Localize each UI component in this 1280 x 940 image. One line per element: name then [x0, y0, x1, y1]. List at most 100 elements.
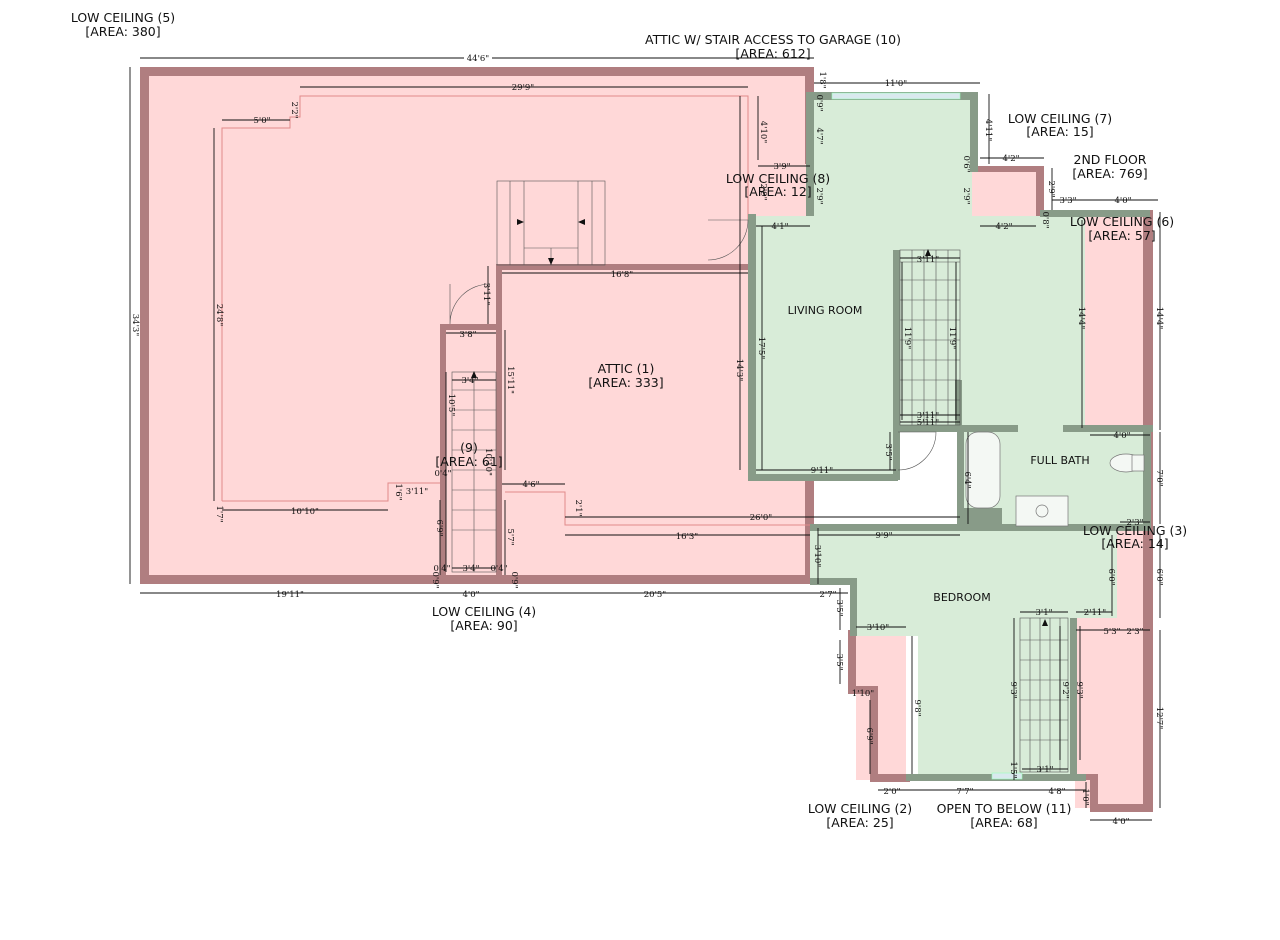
dim-14-3: 14'3": [734, 359, 744, 382]
dim-10-10: 10'10": [291, 507, 319, 517]
dim-19-11: 19'11": [276, 590, 304, 600]
dim-2-3: 2'3": [1126, 518, 1143, 528]
bedroom-top-wall: [810, 524, 1150, 531]
low-ceiling-8-floor: [754, 164, 810, 216]
dim-10-10-b: 10'10": [483, 448, 493, 476]
dim-0-9: 0'9": [430, 571, 440, 588]
dim-9-11: 9'11": [811, 466, 834, 476]
dim-2-9-c: 2'9": [961, 187, 971, 204]
dim-7-0: 7'0": [1154, 469, 1164, 486]
label-lc6-area: [AREA: 57]: [1088, 228, 1155, 243]
stair-9-top-wall: [440, 324, 502, 330]
dim-2-11: 2'11": [1084, 608, 1107, 618]
door-arc-1: [707, 219, 749, 261]
dim-2-0: 2'0": [883, 787, 900, 797]
stair-left-wall: [893, 250, 900, 480]
room-bedroom: BEDROOM: [933, 591, 990, 604]
living-top-right-wall: [970, 92, 978, 172]
label-lc5-area: [AREA: 380]: [85, 24, 160, 39]
dim-6-9-b: 6'9": [864, 727, 874, 744]
dim-2-7: 2'7": [819, 590, 836, 600]
dim-0-4-b: 0'4": [433, 564, 450, 574]
label-lc7-title: LOW CEILING (7): [1008, 111, 1112, 126]
dim-3-5: 3'5": [883, 443, 893, 460]
lc7-top-wall: [972, 166, 1044, 172]
dim-12-7: 12'7": [1154, 707, 1164, 730]
dim-0-6: 0'6": [961, 155, 971, 172]
dim-9-8: 9'8": [912, 699, 922, 716]
bath-left-wall: [957, 425, 964, 530]
stair-right-wall: [955, 380, 962, 430]
bedroom-stair: [1019, 617, 1069, 773]
dim-4-6: 4'6": [522, 480, 539, 490]
dim-4-10: 4'10": [758, 121, 768, 144]
room-bath: FULL BATH: [1030, 454, 1089, 467]
dim-4-7: 4'7": [814, 127, 824, 144]
dim-1-5: 1'5": [1008, 761, 1018, 778]
dim-6-0-b: 6'0": [1154, 568, 1164, 585]
lc6-top-wall: [1040, 210, 1150, 217]
dim-3-10: 3'10": [812, 545, 822, 568]
dim-9-3-b: 9'3": [1074, 681, 1084, 698]
stair-9-left-wall: [440, 324, 446, 584]
dim-7-7: 7'7": [956, 787, 973, 797]
dim-17-5: 17'5": [756, 337, 766, 360]
dim-11-9-b: 11'9": [947, 327, 957, 350]
dim-3-9: 3'9": [773, 162, 790, 172]
label-r9-area: [AREA: 61]: [435, 454, 502, 469]
dim-1-7: 1'7": [214, 505, 224, 522]
dim-inner-width: 29'9": [512, 83, 535, 93]
label-otb11-area: [AREA: 68]: [970, 815, 1037, 830]
room-living: LIVING ROOM: [788, 304, 863, 317]
dim-1-0: 1'0": [1080, 788, 1090, 805]
dim-4-1: 4'1": [771, 222, 788, 232]
bath-top-wall-right: [1063, 425, 1153, 432]
label-lc2-title: LOW CEILING (2): [808, 801, 912, 816]
dim-3-11: 3'11": [406, 487, 429, 497]
dim-0-9-c: 0'9": [814, 94, 824, 111]
dim-4-0-c: 4'0": [1114, 196, 1131, 206]
dim-4-2: 4'2": [1002, 154, 1019, 164]
bedroom-step-wall: [810, 578, 856, 585]
dim-3-11-b: 3'11": [481, 283, 491, 306]
dim-5-3: 5'3": [1103, 627, 1120, 637]
dim-2-9: 2'9": [758, 183, 768, 200]
dim-20-5: 20'5": [644, 590, 667, 600]
low-ceiling-2-floor: [856, 636, 906, 780]
dim-2-1: 2'1": [573, 499, 583, 516]
dim-3-11-d: 3'11": [917, 411, 940, 421]
bath-fixtures: [965, 431, 1145, 527]
dim-2-9-d: 2'9": [1046, 180, 1056, 197]
otb-left-wall: [1090, 774, 1098, 812]
otb-bottom-wall: [1090, 804, 1153, 812]
door-arc-3: [897, 431, 937, 471]
dim-3-11-c: 3'11": [917, 255, 940, 265]
attic-1-left-wall: [496, 264, 502, 584]
bedroom-left-wall: [850, 578, 857, 636]
label-attic10-area: [AREA: 612]: [735, 46, 810, 61]
dim-3-5-b: 3'5": [834, 599, 844, 616]
dim-3-8: 3'8": [459, 330, 476, 340]
label-lc8-area: [AREA: 12]: [744, 184, 811, 199]
lc2-wall: [848, 630, 910, 782]
living-left-upper-wall: [806, 92, 814, 216]
low-ceiling-6-floor: [1085, 215, 1149, 431]
dim-26-0: 26'0": [750, 513, 773, 523]
label-otb11-title: OPEN TO BELOW (11): [937, 801, 1072, 816]
dim-3-1: 3'1": [1035, 608, 1052, 618]
label-lc2-area: [AREA: 25]: [826, 815, 893, 830]
dim-total-width: 44'6": [467, 54, 490, 64]
dim-1-8: 1'8": [817, 71, 827, 88]
dim-total-height: 34'3": [130, 314, 140, 337]
room-labels: LIVING ROOM FULL BATH BEDROOM: [788, 304, 1090, 604]
low-ceiling-5-boundary-bottom: [222, 482, 440, 502]
dim-2-9-b: 2'9": [814, 187, 824, 204]
dim-5-7: 5'7": [505, 528, 515, 545]
dim-6-4: 6'4": [962, 471, 972, 488]
dim-9-9: 9'9": [875, 531, 892, 541]
dim-4-11: 4'11": [983, 119, 993, 142]
label-lc3-area: [AREA: 14]: [1101, 536, 1168, 551]
dim-24-8: 24'8": [214, 304, 224, 327]
dim-0-9-b: 0'9": [509, 571, 519, 588]
